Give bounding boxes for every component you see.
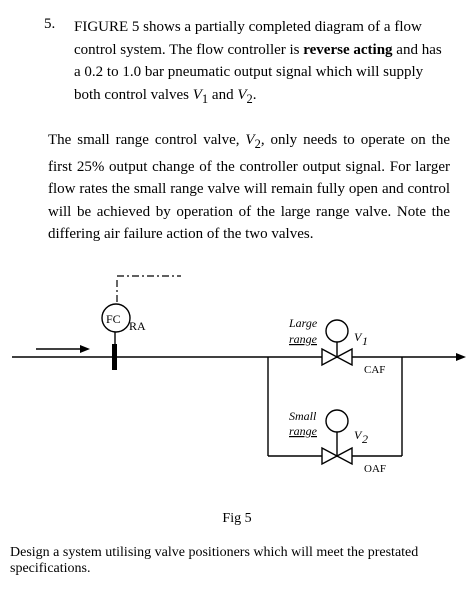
intro-text-start: FIGURE 5 shows a partially completed dia… [74,19,422,58]
large-valve-body-right [335,347,353,367]
small-range-label-line2: range [289,424,318,438]
outlet-arrow-head [456,353,466,361]
question-intro: FIGURE 5 shows a partially completed dia… [74,16,446,110]
intro-v1-letter: V [192,86,202,103]
large-valve-actuator [325,319,349,343]
flow-sensor-element [112,344,117,370]
small-valve-body-left [321,446,339,466]
figure-caption: Fig 5 [222,511,252,526]
large-range-valve [321,319,353,367]
small-valve-actuator [325,409,349,433]
reverse-acting-label: RA [129,319,146,333]
intro-v2-subscript: 2 [246,91,253,106]
large-valve-tag-letter: V [354,330,363,344]
note-v2-subscript: 2 [254,137,261,151]
intro-bold-phrase: reverse acting [303,41,393,58]
question-number: 5. [44,16,56,32]
large-valve-tag-subscript: 1 [362,334,368,348]
intro-and-word: and [208,86,238,103]
intro-period: . [252,86,257,103]
small-range-label-line1: Small [289,409,317,423]
note-v2-letter: V [245,132,255,148]
small-range-valve [321,409,353,466]
intro-v2-letter: V [237,86,247,103]
flow-controller-bubble [101,303,131,333]
large-range-label-line2: range [289,332,318,346]
large-range-label-line1: Large [288,316,318,330]
note-text-rest: , only needs to operate on the first 25%… [48,132,450,242]
note-paragraph: The small range control valve, V2, only … [48,129,450,246]
small-valve-body-right [335,446,353,466]
small-valve-failure-action: OAF [364,463,386,475]
small-valve-tag-letter: V [354,428,363,442]
large-valve-body-left [321,347,339,367]
small-valve-tag-subscript: 2 [362,432,368,446]
intro-text-middle: and has a 0.2 to 1.0 bar pneumatic outpu… [74,41,442,103]
controller-tag: FC [106,312,121,326]
task-text: Design a system utilising valve position… [10,545,419,576]
note-text-start: The small range control valve, [48,132,246,148]
intro-v1-subscript: 1 [201,91,209,106]
inlet-arrow-head [80,345,90,353]
large-valve-failure-action: CAF [364,364,385,376]
